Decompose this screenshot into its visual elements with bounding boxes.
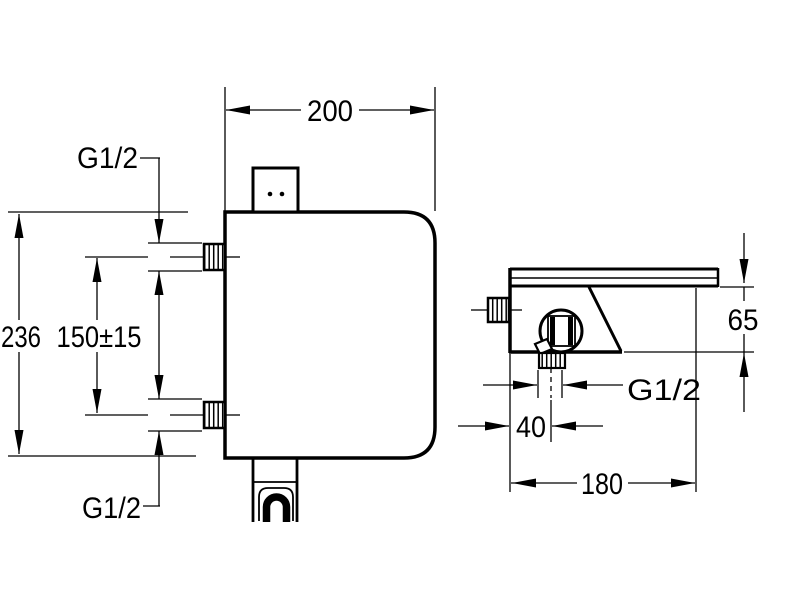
- arrowhead: [154, 431, 164, 455]
- dim-236: 236: [1, 211, 196, 457]
- front-port-centerlines: [85, 256, 240, 416]
- side-view: 65 G1/2 40: [458, 233, 759, 501]
- arrowhead: [226, 105, 250, 115]
- arrowhead: [739, 259, 749, 283]
- bracket-cup-outline: [258, 487, 294, 521]
- handshower-bracket: [251, 458, 299, 522]
- top-port: [251, 166, 300, 214]
- front-view: 200 236 150±15: [1, 87, 437, 525]
- dim-200: 200: [224, 87, 436, 211]
- dim-150-label: 150±15: [57, 321, 142, 354]
- spout: [510, 267, 720, 288]
- dim-g12-side: G1/2: [483, 370, 701, 407]
- dim-180-label: 180: [581, 468, 623, 501]
- dim-40-label: 40: [516, 411, 546, 444]
- bracket-hook: [262, 493, 291, 522]
- arrowhead: [92, 258, 102, 282]
- knob-lever-tab: [533, 337, 554, 356]
- dim-180: 180: [511, 288, 697, 501]
- arrowhead: [563, 380, 587, 390]
- dim-65: 65: [624, 233, 759, 412]
- arrowhead: [14, 430, 24, 454]
- arrowhead: [739, 353, 749, 377]
- arrowhead: [14, 214, 24, 238]
- arrowhead: [512, 478, 536, 488]
- arrowhead: [92, 389, 102, 413]
- dim-150: 150±15: [57, 258, 142, 413]
- dim-200-label: 200: [307, 95, 353, 128]
- arrowhead: [552, 421, 576, 431]
- arrowhead: [513, 380, 537, 390]
- side-inlet-thread-port: [486, 296, 511, 324]
- arrowhead: [410, 105, 434, 115]
- dim-236-label: 236: [1, 321, 41, 354]
- thread-label-bottom: G1/2: [82, 492, 141, 525]
- thread-label-side: G1/2: [627, 374, 701, 407]
- lower-inlet-thread-port: [202, 400, 227, 430]
- arrowhead: [671, 478, 695, 488]
- arrowhead: [154, 375, 164, 399]
- arrowhead: [154, 271, 164, 295]
- control-knob: [533, 308, 584, 356]
- arrowhead: [154, 219, 164, 243]
- dim-65-label: 65: [728, 304, 759, 337]
- dim-40: 40: [458, 354, 603, 492]
- thread-label-top: G1/2: [77, 142, 138, 175]
- upper-inlet-thread-port: [202, 242, 227, 272]
- front-thread-callouts: G1/2 G1/2: [77, 142, 202, 525]
- top-port-dot-left: [267, 191, 273, 197]
- front-body-outline: [223, 210, 437, 460]
- top-port-dot-right: [279, 191, 285, 197]
- handshower-outlet-thread: [537, 351, 567, 370]
- arrowhead: [485, 421, 509, 431]
